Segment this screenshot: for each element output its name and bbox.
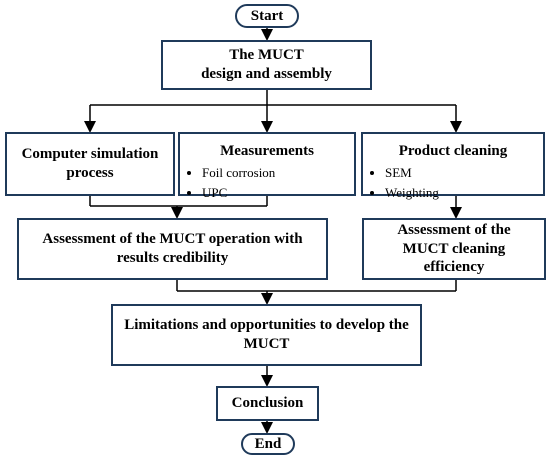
end-node: End (241, 433, 295, 455)
simulation-label-2: process (66, 165, 114, 181)
simulation-label-1: Computer simulation (21, 146, 159, 163)
measurements-item: UPC (202, 183, 354, 203)
measurements-title: Measurements (220, 143, 314, 159)
limitations-node: Limitations and opportunities to develop… (111, 304, 422, 366)
assessment-operation-label-2: results credibility (116, 250, 229, 266)
end-label: End (254, 435, 282, 452)
assessment-cleaning-label-1: Assessment of the (397, 221, 511, 238)
design-label-1: The MUCT (229, 47, 304, 64)
conclusion-node: Conclusion (216, 386, 319, 421)
assessment-cleaning-label-2: MUCT cleaning (402, 240, 506, 257)
assessment-cleaning-node: Assessment of the MUCT cleaning efficien… (362, 218, 546, 280)
design-node: The MUCT design and assembly (161, 40, 372, 90)
simulation-node: Computer simulation process (5, 132, 175, 196)
limitations-label-1: Limitations and opportunities to develop… (124, 317, 409, 334)
start-label: Start (250, 7, 284, 24)
conclusion-label: Conclusion (231, 395, 304, 412)
start-node: Start (235, 4, 299, 28)
cleaning-title: Product cleaning (398, 143, 508, 159)
assessment-operation-node: Assessment of the MUCT operation with re… (17, 218, 328, 280)
measurements-item: Foil corrosion (202, 163, 354, 183)
limitations-label-2: MUCT (243, 336, 290, 352)
cleaning-list: SEM Weighting (363, 163, 543, 203)
measurements-list: Foil corrosion UPC (180, 163, 354, 203)
cleaning-item: SEM (385, 163, 543, 183)
assessment-operation-label-1: Assessment of the MUCT operation with (42, 231, 303, 248)
cleaning-item: Weighting (385, 183, 543, 203)
cleaning-node: Product cleaning SEM Weighting (361, 132, 545, 200)
design-label-2: design and assembly (201, 66, 332, 82)
assessment-cleaning-label-3: efficiency (423, 259, 485, 276)
measurements-node: Measurements Foil corrosion UPC (178, 132, 356, 200)
